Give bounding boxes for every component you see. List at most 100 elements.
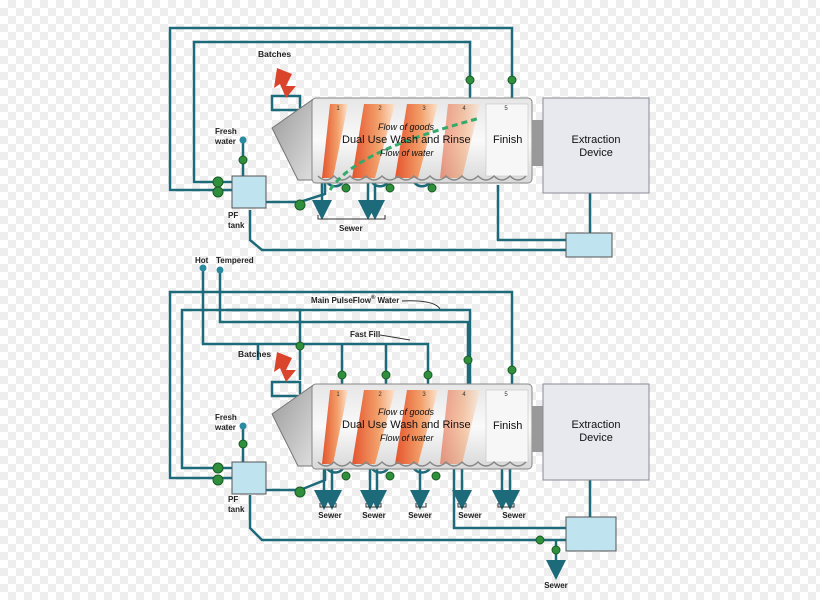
bottom-finish-label: Finish bbox=[493, 420, 522, 432]
bottom-sewer-labels: Sewer Sewer Sewer Sewer Sewer bbox=[318, 511, 526, 520]
bottom-extraction-device bbox=[542, 383, 650, 481]
valve-icon bbox=[385, 183, 395, 193]
top-batch-feed-pipe bbox=[270, 94, 302, 112]
pump-icon bbox=[212, 186, 224, 198]
top-module-numbers: 1 2 3 4 5 bbox=[336, 106, 508, 112]
module-number: 4 bbox=[462, 106, 466, 112]
bottom-dual-use-label: Dual Use Wash and Rinse bbox=[342, 419, 471, 431]
top-return-pipe-outer bbox=[168, 26, 514, 192]
bottom-pf-tank bbox=[231, 461, 267, 495]
pump-icon bbox=[294, 486, 306, 498]
top-valves bbox=[212, 75, 517, 211]
valve-icon bbox=[431, 471, 441, 481]
bottom-batches-arrow-icon bbox=[274, 352, 296, 382]
top-finish-label: Finish bbox=[493, 134, 522, 146]
top-fresh-water-label-2: water bbox=[214, 137, 236, 146]
bottom-valves bbox=[212, 341, 561, 555]
module-number: 3 bbox=[422, 106, 426, 112]
module-number: 4 bbox=[462, 392, 466, 398]
top-pf-tank-label-1: PF bbox=[228, 211, 238, 220]
valve-icon bbox=[385, 471, 395, 481]
top-tunnel-bottom bbox=[317, 174, 527, 181]
module-number: 2 bbox=[378, 392, 382, 398]
tempered-label: Tempered bbox=[216, 256, 254, 265]
bottom-return-pipe-outer bbox=[168, 290, 514, 480]
top-batches-arrow-icon bbox=[274, 68, 296, 98]
valve-icon bbox=[381, 370, 391, 380]
valve-icon bbox=[295, 341, 305, 351]
top-hopper bbox=[271, 99, 313, 181]
bottom-pf-tank-label-1: PF bbox=[228, 495, 238, 504]
bottom-hopper bbox=[271, 385, 313, 467]
top-sewer-bracket bbox=[317, 215, 386, 220]
sewer-label: Sewer bbox=[408, 511, 432, 520]
bottom-tank-return-pipe bbox=[248, 495, 566, 542]
top-pf-tank-label-2: tank bbox=[228, 221, 245, 230]
valve-icon bbox=[238, 155, 248, 165]
bottom-batch-feed-pipe bbox=[270, 380, 302, 398]
hot-label: Hot bbox=[195, 256, 209, 265]
top-fresh-water-label-1: Fresh bbox=[215, 127, 237, 136]
module-number: 5 bbox=[504, 392, 508, 398]
top-flow-dashed bbox=[328, 116, 481, 191]
valve-icon bbox=[465, 75, 475, 85]
valve-icon bbox=[427, 183, 437, 193]
sewer-label: Sewer bbox=[502, 511, 526, 520]
bottom-tunnel bbox=[271, 383, 544, 470]
module-number: 5 bbox=[504, 106, 508, 112]
bottom-tank-sewer-label: Sewer bbox=[544, 581, 568, 590]
bottom-tunnel-bottom bbox=[317, 460, 527, 467]
bottom-fresh-water-label-1: Fresh bbox=[215, 413, 237, 422]
bottom-tank-right bbox=[565, 516, 617, 552]
top-sewer-label: Sewer bbox=[339, 224, 363, 233]
bottom-pf-tank-label-2: tank bbox=[228, 505, 245, 514]
bottom-module-numbers: 1 2 3 4 5 bbox=[336, 392, 508, 398]
fast-fill-label: Fast Fill bbox=[350, 330, 380, 339]
bottom-return-pipe-mid bbox=[180, 308, 302, 470]
hot-source-icon bbox=[199, 264, 207, 272]
top-batches-label: Batches bbox=[258, 49, 291, 59]
valve-icon bbox=[238, 439, 248, 449]
valve-icon bbox=[507, 75, 517, 85]
bottom-goods-4 bbox=[440, 390, 480, 464]
bottom-flow-of-water: Flow of water bbox=[380, 433, 435, 443]
bottom-main-pulseflow-pipe bbox=[226, 308, 472, 394]
module-number: 2 bbox=[378, 106, 382, 112]
top-coupler bbox=[532, 120, 544, 166]
bottom-coupler bbox=[532, 406, 544, 452]
valve-icon bbox=[507, 365, 517, 375]
pump-icon bbox=[212, 474, 224, 486]
sewer-label: Sewer bbox=[318, 511, 342, 520]
valve-icon bbox=[551, 545, 561, 555]
top-tank-right bbox=[565, 232, 613, 258]
bottom-finish-zone bbox=[485, 389, 529, 463]
main-pulseflow-leader bbox=[401, 300, 441, 310]
fast-fill-leader bbox=[379, 334, 411, 341]
top-dual-use-label: Dual Use Wash and Rinse bbox=[342, 134, 471, 146]
top-extraction-device bbox=[542, 97, 650, 194]
top-flow-of-goods: Flow of goods bbox=[378, 122, 435, 132]
pump-icon bbox=[294, 199, 306, 211]
top-extraction-label-1: Extraction bbox=[572, 134, 621, 146]
top-goods-1 bbox=[322, 104, 348, 178]
valve-icon bbox=[535, 535, 545, 545]
top-flow-of-water: Flow of water bbox=[380, 148, 435, 158]
pump-icon bbox=[212, 462, 224, 474]
top-return-pipe-inner bbox=[192, 40, 472, 184]
top-fresh-water-source-icon bbox=[239, 136, 247, 144]
bottom-sewer-brackets bbox=[319, 503, 515, 508]
bottom-goods-3 bbox=[395, 390, 438, 464]
bottom-batches-label: Batches bbox=[238, 349, 271, 359]
top-pf-tank bbox=[231, 175, 267, 209]
top-finish-to-tank-pipe bbox=[496, 185, 566, 242]
top-goods-4 bbox=[440, 104, 480, 178]
top-pump-pipe bbox=[266, 175, 327, 204]
top-extraction-label-2: Device bbox=[579, 147, 613, 159]
top-tank-return-pipe bbox=[248, 210, 566, 252]
bottom-goods-2 bbox=[352, 390, 395, 464]
bottom-flow-of-goods: Flow of goods bbox=[378, 407, 435, 417]
valve-icon bbox=[337, 370, 347, 380]
bottom-finish-to-tank-pipe bbox=[452, 468, 566, 530]
module-number: 3 bbox=[422, 392, 426, 398]
